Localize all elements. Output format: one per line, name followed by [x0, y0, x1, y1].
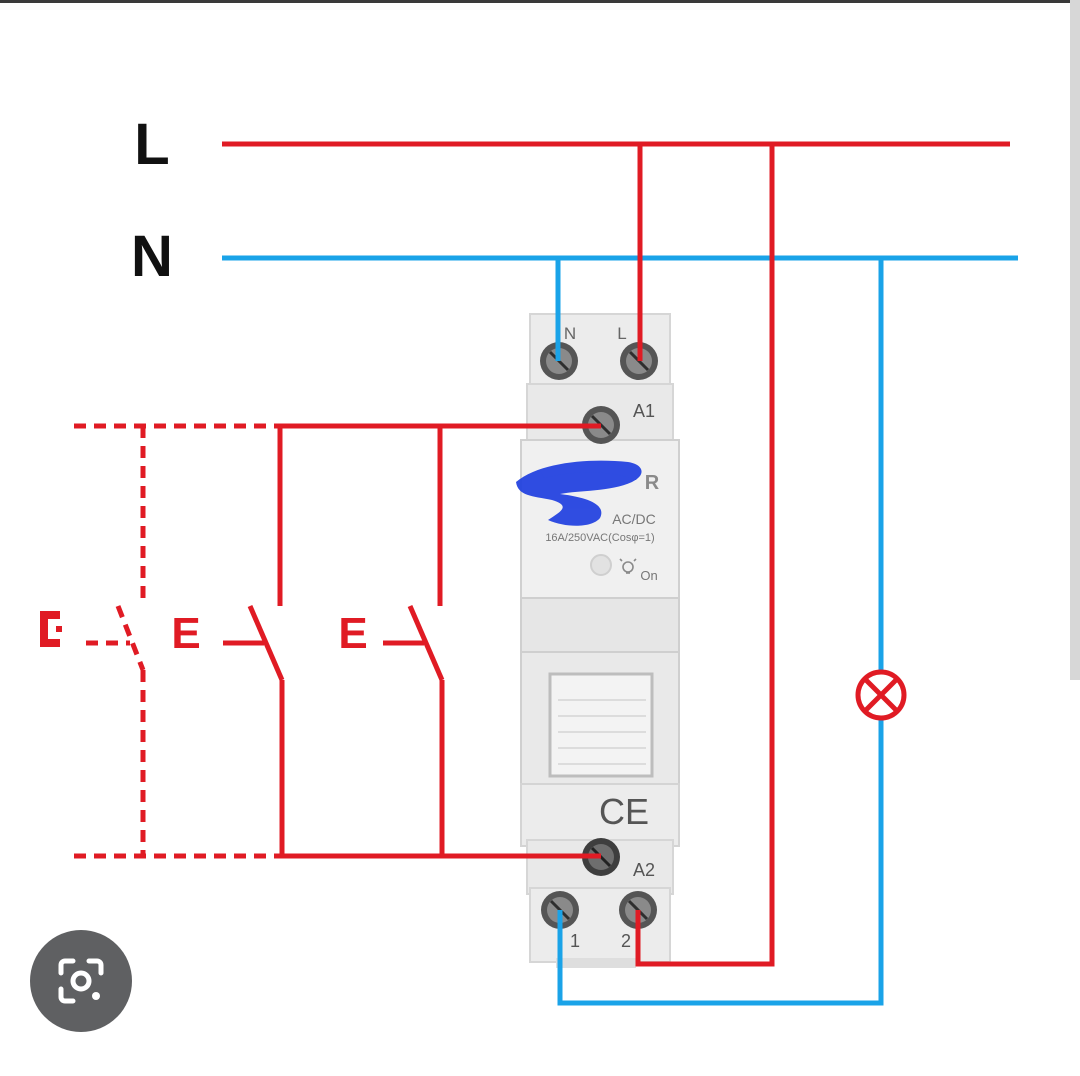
- indicator-label: On: [640, 568, 657, 583]
- live-rail-label: L: [134, 112, 169, 177]
- switch-optional-label: [40, 611, 62, 647]
- terminal-label-l: L: [617, 324, 626, 343]
- terminal-label-2: 2: [621, 931, 631, 951]
- impulse-relay-device: N L A1 A2 1 2 R AC/DC 16A/250VAC(Cosφ=1)…: [516, 313, 680, 968]
- pushbutton-switch-1: [223, 426, 285, 856]
- wire-live-to-contact-2: [635, 144, 775, 967]
- terminal-label-n: N: [564, 324, 576, 343]
- redaction-scribble: [516, 460, 642, 526]
- scrollbar[interactable]: [1070, 0, 1080, 680]
- top-border: [0, 0, 1080, 3]
- google-lens-button[interactable]: [30, 930, 132, 1032]
- toggle-lever: [548, 672, 654, 778]
- wire-contact-1-to-lamp: [557, 719, 884, 1006]
- pushbutton-switch-2: [383, 426, 445, 856]
- switch-1-label: E: [171, 609, 200, 658]
- rating-line-2: 16A/250VAC(Cosφ=1): [545, 532, 654, 544]
- switch-2-label: E: [338, 609, 367, 658]
- terminal-label-a1: A1: [633, 401, 655, 421]
- lamp-cross-icon: [855, 669, 907, 721]
- brand-suffix: R: [645, 472, 660, 494]
- indicator-led: [590, 554, 612, 576]
- neutral-rail-label: N: [131, 224, 173, 289]
- rating-line-1: AC/DC: [612, 511, 656, 527]
- ce-mark: CE: [599, 791, 649, 832]
- terminal-label-a2: A2: [633, 860, 655, 880]
- pushbutton-switch-optional: [86, 426, 146, 856]
- terminal-label-1: 1: [570, 931, 580, 951]
- google-lens-icon: [58, 958, 104, 1004]
- bulb-icon: [619, 558, 637, 574]
